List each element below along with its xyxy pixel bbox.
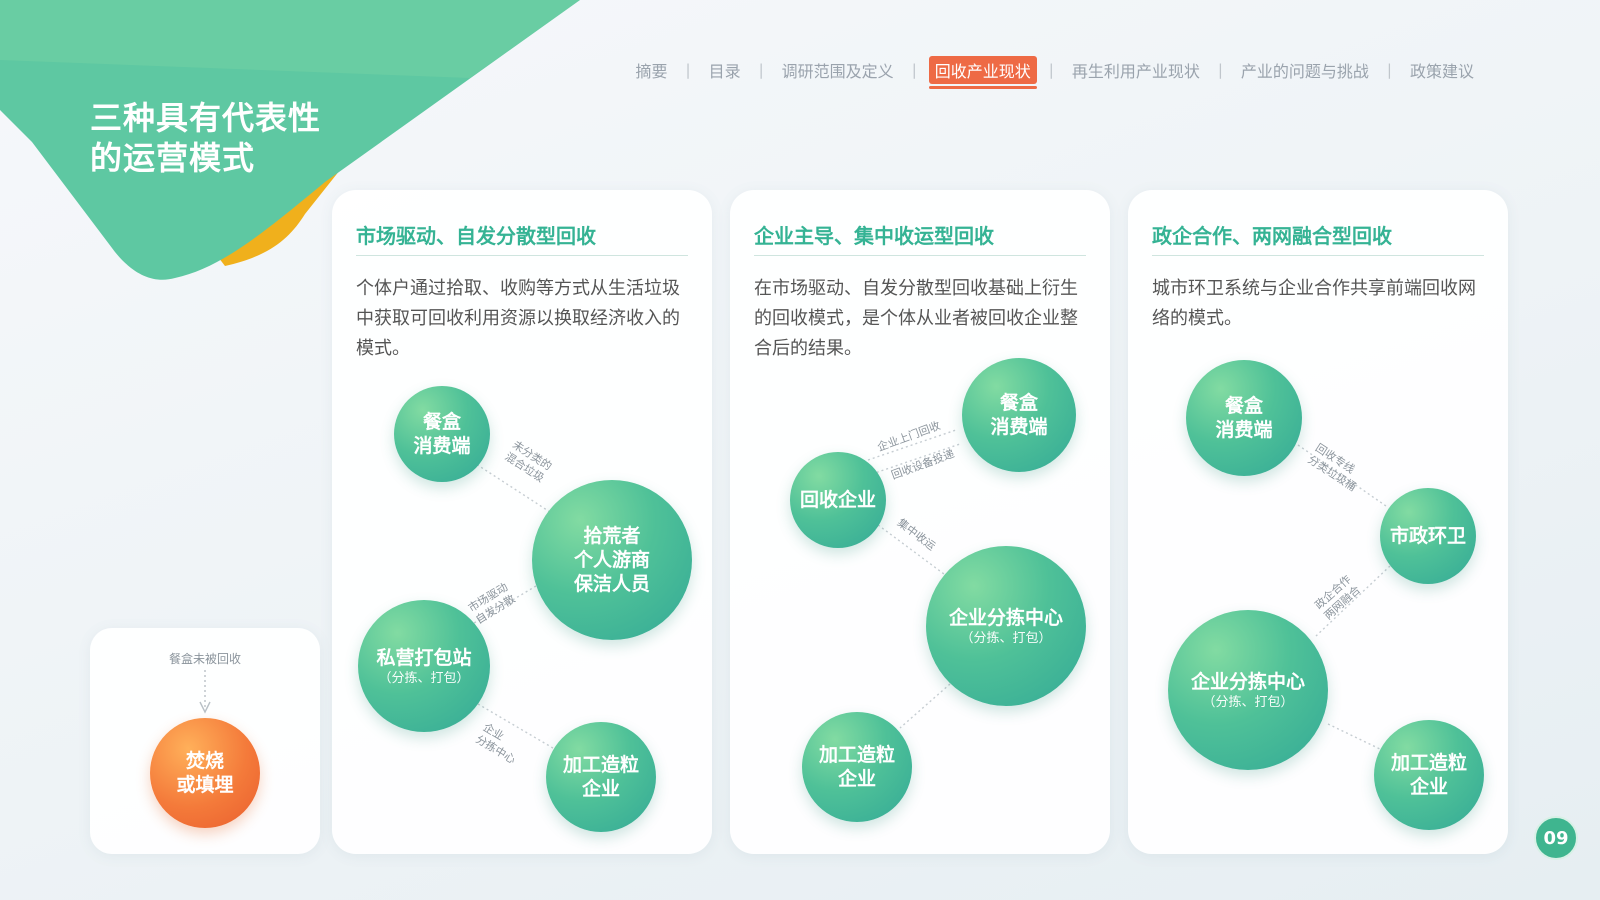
page-title: 三种具有代表性 的运营模式 <box>90 99 322 177</box>
nav-separator: | <box>685 61 691 79</box>
nav-separator: | <box>1048 61 1054 79</box>
node-pelletizing-company[interactable]: 加工造粒 企业 <box>802 712 912 822</box>
card-description: 在市场驱动、自发分散型回收基础上衍生的回收模式，是个体从业者被回收企业整合后的结… <box>754 278 1078 359</box>
incinerate-landfill-node: 焚烧 或填埋 <box>150 718 260 828</box>
nav-separator: | <box>1217 61 1223 79</box>
nav-item-challenges[interactable]: 产业的问题与挑战 <box>1240 62 1369 81</box>
node-consumer[interactable]: 餐盒 消费端 <box>1186 360 1302 476</box>
nav-item-recycling-status[interactable]: 回收产业现状 <box>928 56 1037 89</box>
node-pelletizing-company[interactable]: 加工造粒 企业 <box>1374 720 1484 830</box>
card-title: 市场驱动、自发分散型回收 <box>356 220 688 256</box>
node-municipal-sanitation[interactable]: 市政环卫 <box>1380 488 1476 584</box>
node-sorting-center[interactable]: 企业分拣中心（分拣、打包） <box>1168 610 1328 770</box>
node-private-packing-station[interactable]: 私营打包站（分拣、打包） <box>358 600 490 732</box>
node-scavengers[interactable]: 拾荒者 个人游商 保洁人员 <box>532 480 692 640</box>
connector-lines <box>1297 444 1391 751</box>
nav-separator: | <box>911 61 917 79</box>
top-navigation: 摘要 | 目录 | 调研范围及定义 | 回收产业现状 | 再生利用产业现状 | … <box>630 56 1480 89</box>
node-recycling-company[interactable]: 回收企业 <box>790 452 886 548</box>
node-consumer[interactable]: 餐盒 消费端 <box>394 386 490 482</box>
card-title: 政企合作、两网融合型回收 <box>1152 220 1484 256</box>
card-description: 城市环卫系统与企业合作共享前端回收网络的模式。 <box>1152 278 1476 329</box>
card-description: 个体户通过拾取、收购等方式从生活垃圾中获取可回收利用资源以换取经济收入的模式。 <box>356 278 680 359</box>
down-arrow-icon <box>199 670 211 714</box>
unrecycled-label: 餐盒未被回收 <box>168 652 241 666</box>
nav-item-contents[interactable]: 目录 <box>708 62 741 81</box>
nav-item-summary[interactable]: 摘要 <box>635 62 668 81</box>
connector-lines <box>455 450 559 752</box>
card-title: 企业主导、集中收运型回收 <box>754 220 1086 256</box>
node-sorting-center[interactable]: 企业分拣中心（分拣、打包） <box>926 546 1086 706</box>
nav-item-policy[interactable]: 政策建议 <box>1409 62 1474 81</box>
connector-lines <box>865 429 961 729</box>
nav-item-reuse-status[interactable]: 再生利用产业现状 <box>1071 62 1200 81</box>
node-pelletizing-company[interactable]: 加工造粒 企业 <box>546 722 656 832</box>
card-enterprise-led: 企业主导、集中收运型回收 在市场驱动、自发分散型回收基础上衍生的回收模式，是个体… <box>730 190 1110 854</box>
card-market-driven: 市场驱动、自发分散型回收 个体户通过拾取、收购等方式从生活垃圾中获取可回收利用资… <box>332 190 712 854</box>
page-number-badge: 09 <box>1534 816 1578 860</box>
corner-decoration <box>0 0 580 280</box>
nav-separator: | <box>758 61 764 79</box>
unrecycled-card: 餐盒未被回收 焚烧 或填埋 <box>90 628 320 854</box>
card-government-enterprise: 政企合作、两网融合型回收 城市环卫系统与企业合作共享前端回收网络的模式。 回收专… <box>1128 190 1508 854</box>
node-consumer[interactable]: 餐盒 消费端 <box>962 358 1076 472</box>
nav-item-scope[interactable]: 调研范围及定义 <box>781 62 894 81</box>
nav-separator: | <box>1386 61 1392 79</box>
